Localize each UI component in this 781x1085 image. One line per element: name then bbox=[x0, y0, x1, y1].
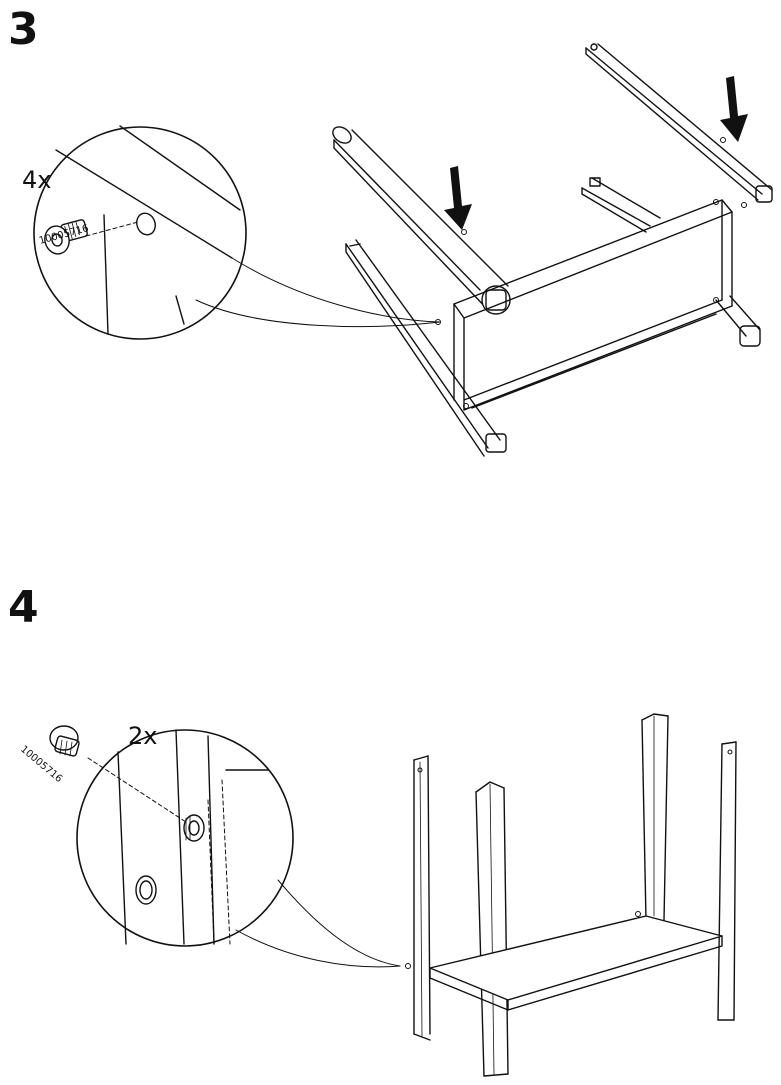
left-top-rail bbox=[332, 126, 511, 315]
step-4-illustration: 2x 10005716 bbox=[18, 713, 737, 1077]
step-3-number: 3 bbox=[8, 4, 39, 55]
leg-back-center bbox=[641, 713, 669, 921]
step-3-illustration: 4x 10005716 bbox=[22, 43, 773, 457]
step-3-quantity: 4x bbox=[22, 166, 51, 194]
arrow-down-icon bbox=[444, 166, 472, 230]
screw-icon bbox=[183, 814, 205, 842]
screw-icon bbox=[49, 725, 80, 757]
right-top-rail bbox=[585, 43, 773, 203]
left-bottom-rail bbox=[345, 239, 507, 457]
arrow-down-icon bbox=[720, 76, 748, 142]
step-3-detail-circle bbox=[33, 125, 441, 340]
assembly-screws bbox=[435, 137, 747, 409]
leg-back-right bbox=[717, 741, 737, 1021]
step-4-detail-circle bbox=[76, 729, 401, 968]
step-4-quantity: 2x bbox=[128, 722, 157, 750]
right-bottom-foot bbox=[715, 295, 761, 347]
shelf bbox=[429, 915, 723, 1011]
step-4-number: 4 bbox=[8, 582, 39, 633]
screw-icon bbox=[44, 219, 88, 255]
center-frame bbox=[453, 199, 733, 411]
leg-front-center bbox=[475, 781, 509, 1077]
step-4-part-number: 10005716 bbox=[18, 744, 64, 785]
assembly-screws bbox=[405, 749, 733, 969]
back-rail bbox=[581, 177, 661, 233]
leg-front-left bbox=[413, 755, 431, 1041]
